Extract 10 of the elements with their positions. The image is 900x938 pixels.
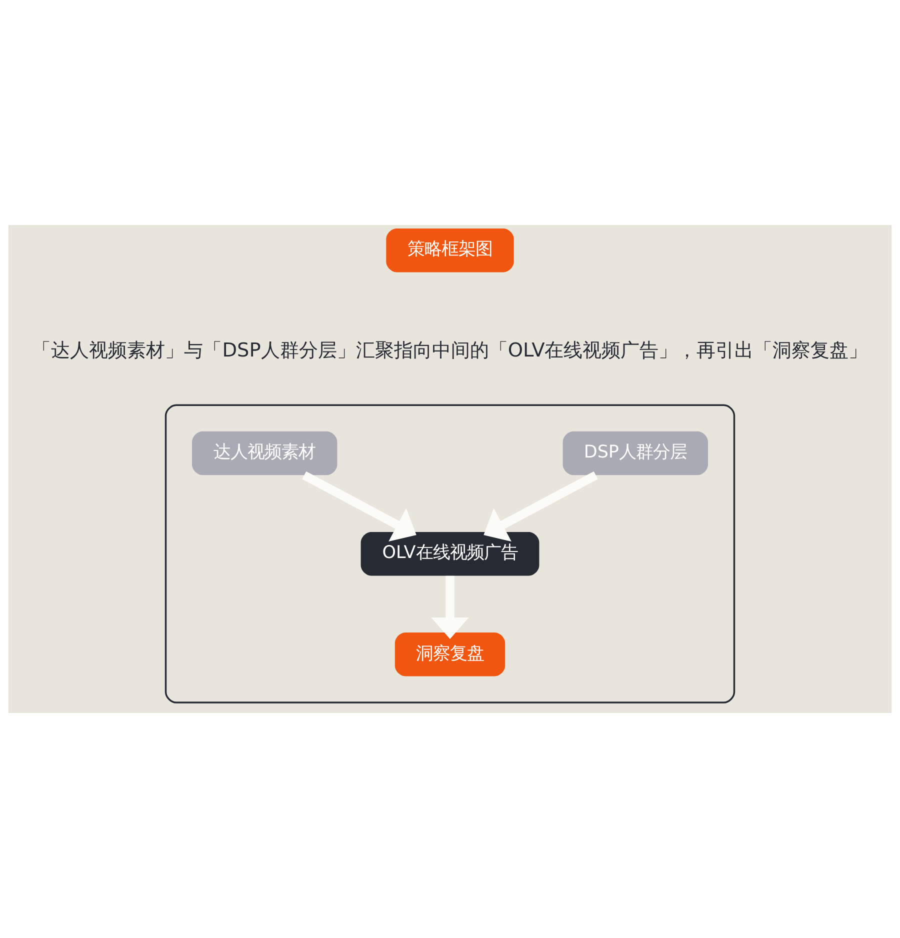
arrow [484, 471, 598, 542]
node-box: DSP人群分层 [562, 431, 708, 476]
node-box: 策略框架图 [386, 228, 514, 272]
node-box: 洞察复盘 [394, 632, 506, 676]
label: 「达人视频素材」与「DSP人群分层」汇聚指向中间的「OLV在线视频广告」，再引出「洞察复盘」 [32, 338, 868, 362]
node-box: OLV在线视频广告 [360, 532, 540, 576]
arrow [431, 576, 469, 639]
cluster [164, 404, 736, 704]
node-box: 达人视频素材 [192, 431, 338, 476]
arrow [302, 471, 416, 542]
